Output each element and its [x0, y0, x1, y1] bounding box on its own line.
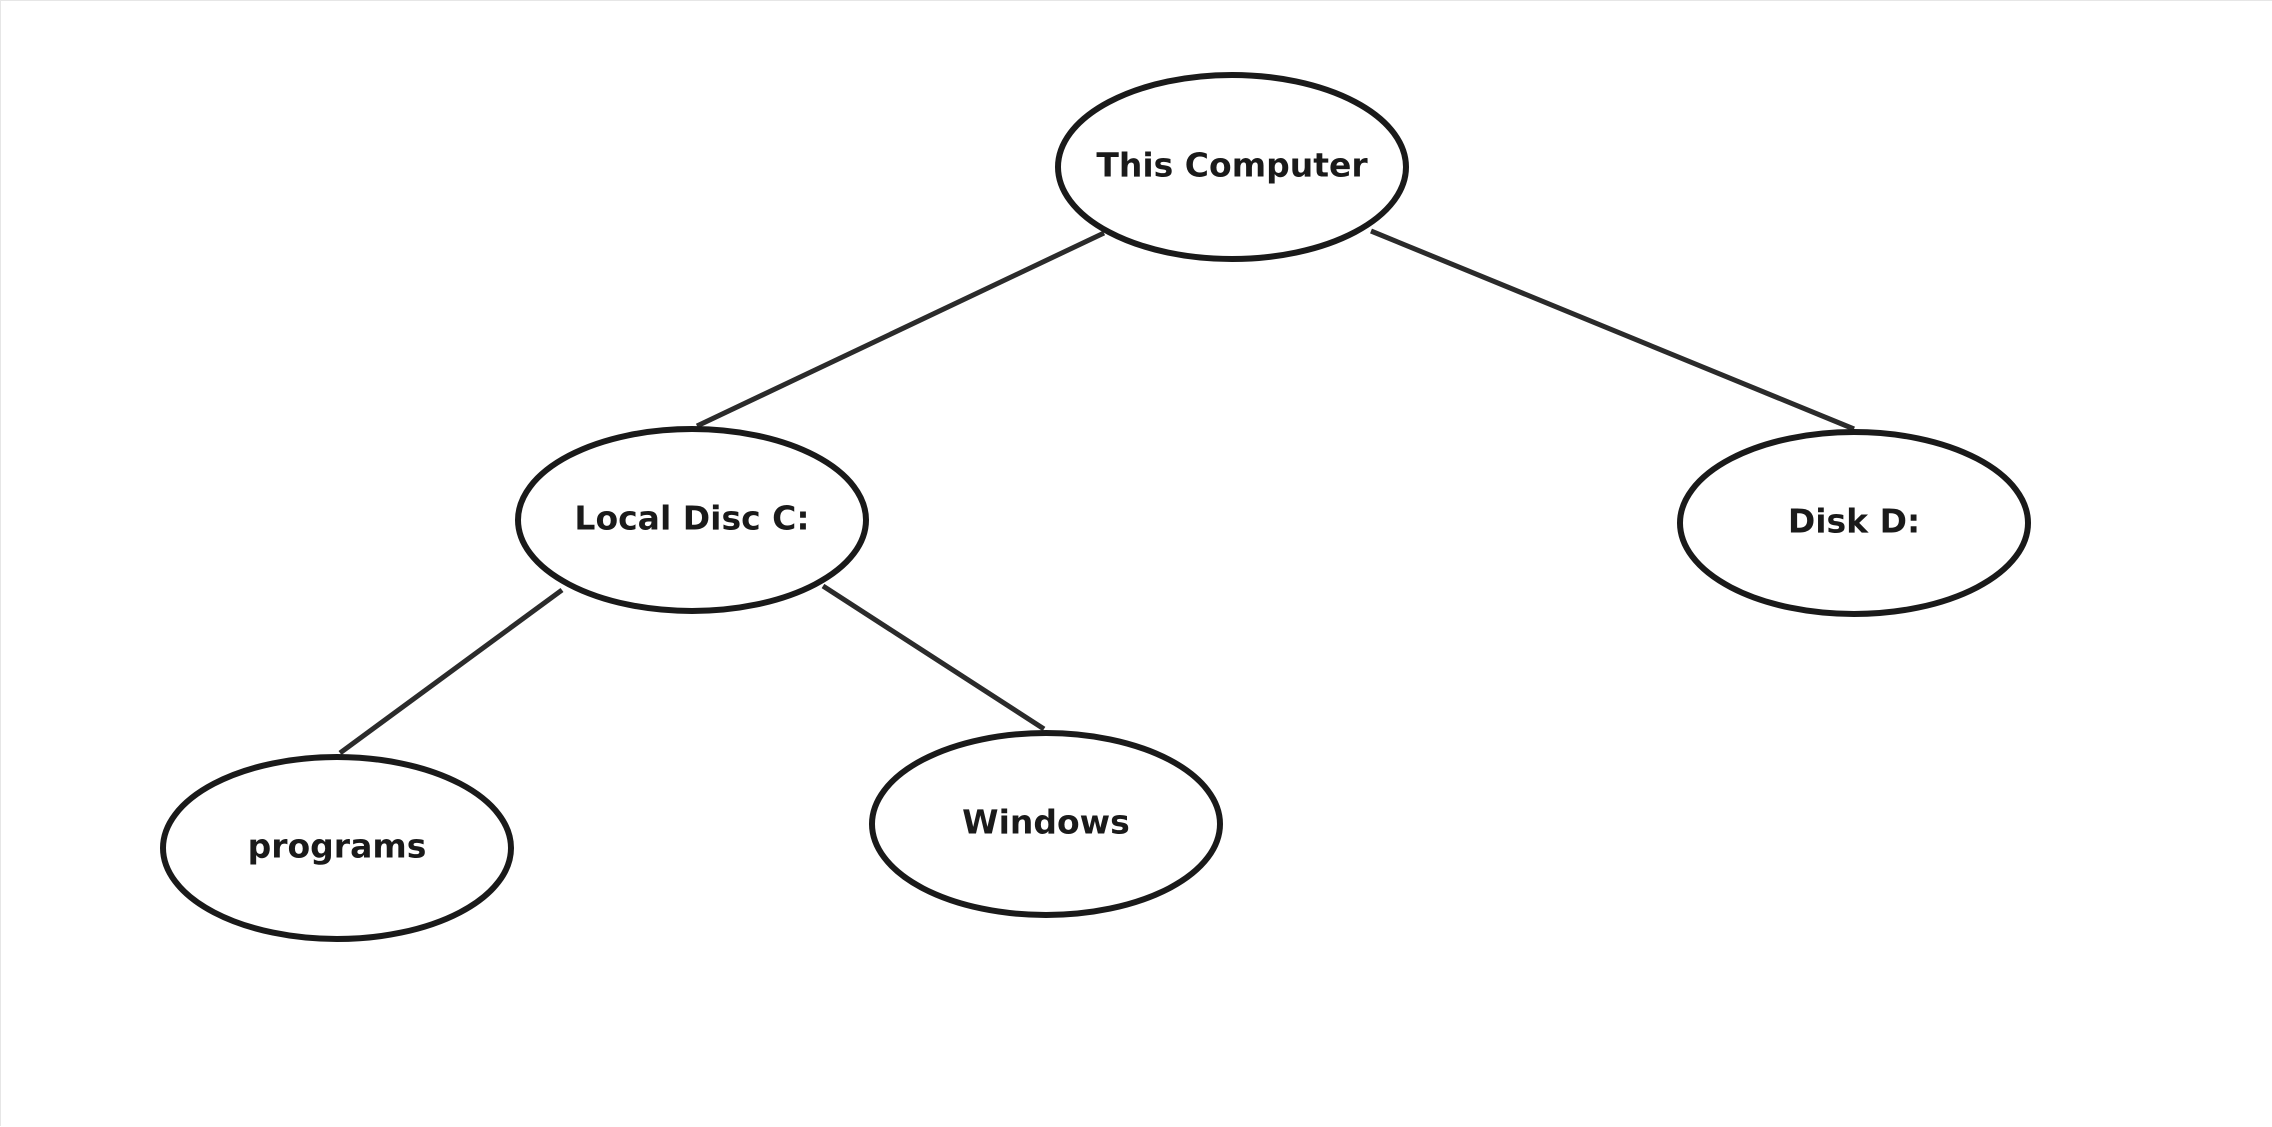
node-windows[interactable]: Windows — [869, 730, 1223, 918]
edge-local-disc-c-to-windows — [821, 583, 1046, 732]
node-local-disc-c-ellipse — [515, 426, 869, 614]
edge-local-disc-c-to-programs — [338, 587, 564, 756]
node-disk-d[interactable]: Disk D: — [1677, 429, 2031, 617]
nodes-layer: This Computer Local Disc C: Disk D: prog… — [160, 72, 2031, 942]
node-this-computer-label: This Computer — [1096, 146, 1368, 185]
node-programs-ellipse — [160, 754, 514, 942]
node-local-disc-c[interactable]: Local Disc C: — [515, 426, 869, 614]
node-this-computer-ellipse — [1055, 72, 1409, 262]
node-local-disc-c-label: Local Disc C: — [574, 499, 809, 538]
edge-this-computer-to-disk-d — [1370, 228, 1855, 432]
node-disk-d-ellipse — [1677, 429, 2031, 617]
edge-this-computer-to-local-disc-c — [695, 230, 1106, 429]
node-windows-ellipse — [869, 730, 1223, 918]
node-disk-d-label: Disk D: — [1788, 502, 1920, 541]
node-windows-label: Windows — [962, 803, 1130, 842]
node-this-computer[interactable]: This Computer — [1055, 72, 1409, 262]
node-programs-label: programs — [248, 827, 427, 866]
edges-layer — [338, 228, 1855, 756]
node-programs[interactable]: programs — [160, 754, 514, 942]
